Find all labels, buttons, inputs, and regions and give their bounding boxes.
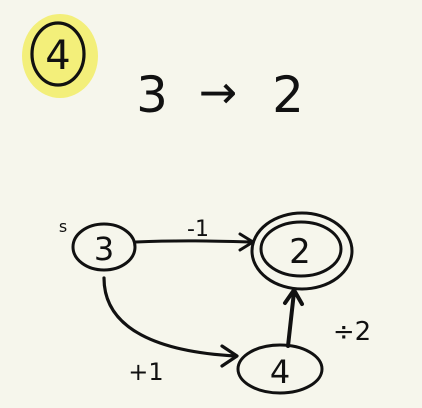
- edge-mid-to-goal-label: ÷2: [333, 317, 371, 347]
- edge-start-to-mid: +1: [102, 276, 239, 386]
- node-start: 3: [71, 222, 137, 272]
- edge-start-to-mid-label: +1: [128, 358, 163, 386]
- node-start-circle: [71, 222, 137, 272]
- node-mid-label: 4: [270, 353, 290, 391]
- edge-mid-to-goal: ÷2: [283, 288, 371, 348]
- node-goal-label: 2: [289, 232, 311, 272]
- node-mid: 4: [236, 343, 324, 395]
- edge-mid-to-goal-line: [286, 290, 296, 348]
- start-marker: s: [59, 217, 67, 236]
- node-mid-circle: [236, 343, 324, 395]
- node-goal: 2: [250, 211, 354, 291]
- step-badge: 4: [22, 14, 98, 98]
- heading-to: 2: [272, 66, 304, 124]
- edge-start-to-goal: -1: [134, 217, 255, 252]
- node-goal-outer-circle: [250, 211, 354, 291]
- edge-start-to-mid-arrowhead: [220, 344, 239, 368]
- edge-start-to-mid-line: [102, 276, 238, 358]
- heading-arrow: →: [199, 65, 238, 119]
- heading-from: 3: [136, 66, 168, 124]
- node-start-label: 3: [94, 230, 114, 268]
- edge-start-to-goal-line: [134, 239, 254, 244]
- badge-circle: [30, 21, 86, 87]
- edge-start-to-goal-label: -1: [187, 217, 209, 242]
- node-goal-inner-circle: [259, 220, 343, 278]
- badge-number: 4: [45, 33, 70, 79]
- heading: 3 → 2: [136, 65, 304, 124]
